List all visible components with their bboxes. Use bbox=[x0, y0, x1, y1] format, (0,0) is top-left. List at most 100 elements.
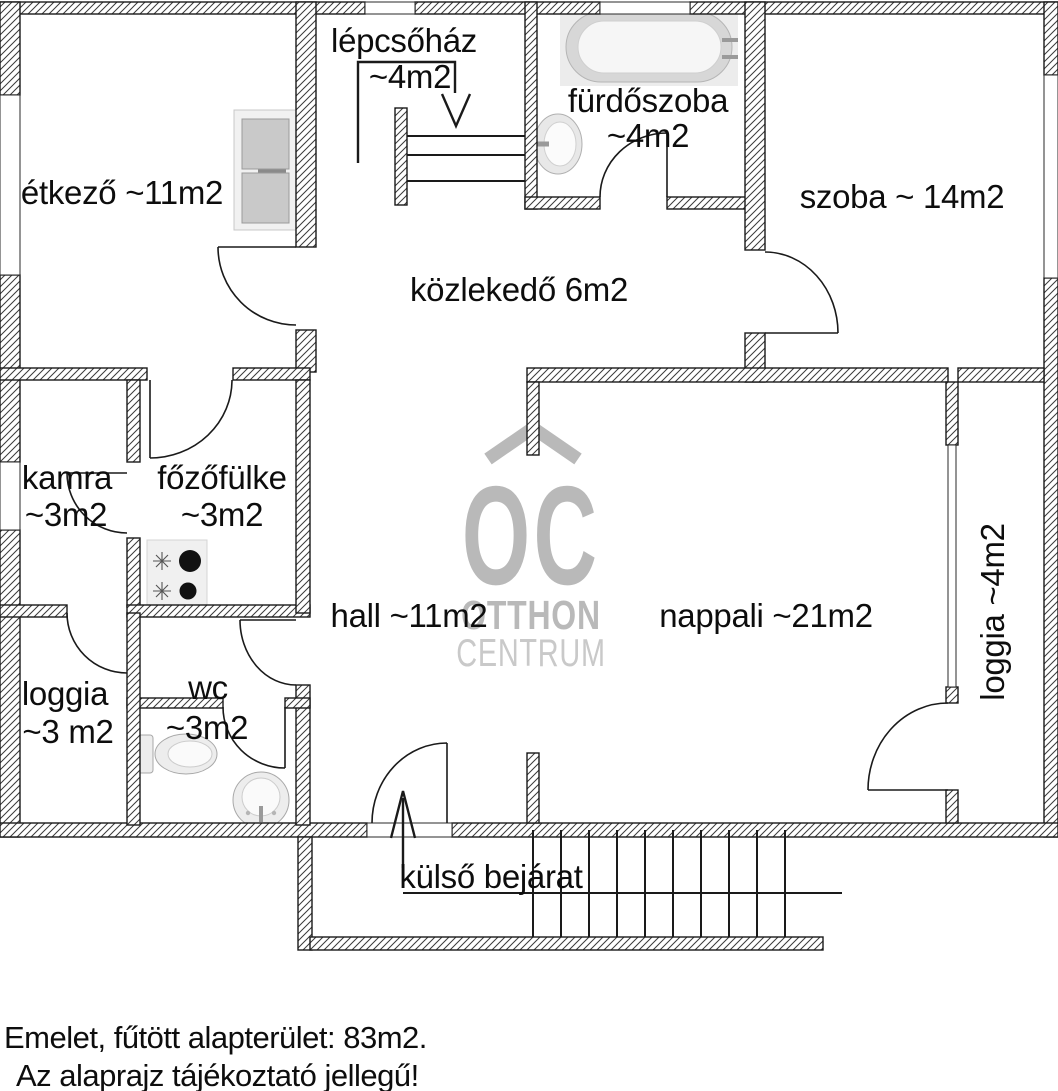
label-etkezo: étkező ~11m2 bbox=[21, 174, 223, 211]
wall-segment bbox=[1043, 1, 1058, 76]
stair-label-bracket bbox=[356, 60, 457, 163]
entrance-arrow-icon bbox=[389, 790, 417, 839]
wall-segment bbox=[744, 1, 766, 251]
stair-down-arrow-icon bbox=[440, 93, 472, 129]
wall-stub bbox=[526, 752, 540, 824]
wall-segment bbox=[126, 604, 311, 618]
door-wc bbox=[222, 706, 286, 769]
wall-segment bbox=[451, 822, 1058, 838]
wall-segment bbox=[414, 1, 601, 15]
wall-segment bbox=[297, 836, 313, 951]
stove-burner-large bbox=[179, 550, 201, 572]
window bbox=[364, 1, 416, 15]
bathtub-basin bbox=[577, 20, 722, 74]
entrance-threshold bbox=[366, 822, 453, 838]
window bbox=[599, 1, 691, 15]
loggia-glazing bbox=[947, 444, 957, 688]
door-loggia-jobb bbox=[867, 702, 949, 791]
watermark-centrum-text: CENTRUM bbox=[456, 632, 605, 675]
wall-stub bbox=[945, 789, 959, 824]
wall-segment bbox=[126, 612, 141, 826]
walls bbox=[0, 1, 1058, 951]
wall-segment bbox=[126, 379, 141, 463]
fridge-door-bottom bbox=[241, 172, 290, 224]
label-nappali: nappali ~21m2 bbox=[659, 597, 873, 634]
label-furdoszoba-area: ~4m2 bbox=[607, 117, 689, 154]
wall-segment bbox=[957, 367, 1045, 383]
fridge-door-top bbox=[241, 118, 290, 170]
door-fozofulke bbox=[149, 379, 233, 459]
basin-tap-dot bbox=[245, 810, 251, 816]
wall-segment bbox=[0, 822, 368, 838]
label-kamra-area: ~3m2 bbox=[25, 496, 107, 533]
wall-segment bbox=[295, 329, 317, 373]
wall-segment bbox=[526, 367, 949, 383]
toilet-bowl-inner bbox=[167, 740, 213, 768]
wall-segment bbox=[295, 379, 311, 614]
wall-segment bbox=[0, 604, 68, 618]
windows bbox=[0, 1, 1058, 838]
doors bbox=[66, 132, 949, 824]
label-fozofulke: főzőfülke bbox=[157, 459, 286, 496]
label-wc: wc bbox=[187, 669, 228, 706]
label-lepcsohaz-area: ~4m2 bbox=[369, 58, 451, 95]
stove-gas-burner bbox=[153, 552, 171, 600]
door-wc-eloter bbox=[239, 619, 297, 686]
label-furdoszoba: fürdőszoba bbox=[568, 82, 729, 119]
stove-icon bbox=[146, 539, 208, 609]
door-szoba bbox=[764, 251, 839, 334]
wall-stub bbox=[945, 686, 959, 704]
door-loggia-bal bbox=[66, 612, 128, 674]
label-loggia-bal-area: ~3 m2 bbox=[22, 713, 113, 750]
footer-area-text: Emelet, fűtött alapterület: 83m2. bbox=[4, 1020, 427, 1055]
wall-segment bbox=[309, 936, 824, 951]
label-fozofulke-area: ~3m2 bbox=[181, 496, 263, 533]
label-szoba: szoba ~ 14m2 bbox=[800, 178, 1005, 215]
wall-segment bbox=[0, 367, 148, 381]
wall-segment bbox=[0, 529, 21, 838]
label-kozlekedo: közlekedő 6m2 bbox=[410, 271, 628, 308]
wall-segment bbox=[0, 1, 21, 96]
label-loggia-jobb: loggia ~4m2 bbox=[974, 523, 1011, 700]
wall-segment bbox=[524, 1, 538, 210]
staircase-top bbox=[356, 60, 525, 182]
door-etkezo bbox=[217, 246, 297, 326]
staircase-bottom bbox=[389, 790, 842, 937]
bathroom-sink-icon bbox=[527, 113, 583, 175]
stove-burner-small bbox=[179, 582, 197, 600]
wall-segment bbox=[524, 196, 601, 210]
fridge-icon bbox=[233, 109, 298, 231]
stove-top bbox=[146, 539, 208, 609]
watermark-logo: OC OTTHON CENTRUM bbox=[456, 420, 605, 675]
wall-segment bbox=[295, 684, 311, 826]
window bbox=[0, 461, 21, 531]
label-loggia-bal: loggia bbox=[22, 675, 109, 712]
watermark-otthon-text: OTTHON bbox=[461, 592, 601, 638]
wall-segment bbox=[666, 196, 756, 210]
label-wc-area: ~3m2 bbox=[166, 709, 248, 746]
wall-segment bbox=[295, 1, 317, 248]
label-kamra: kamra bbox=[22, 459, 113, 496]
window bbox=[0, 94, 21, 276]
watermark-oc-text: OC bbox=[462, 457, 600, 614]
basin-tap-dot bbox=[271, 810, 277, 816]
label-lepcsohaz: lépcsőház bbox=[331, 22, 477, 59]
label-bejarat: külső bejárat bbox=[399, 858, 582, 895]
wall-stub bbox=[526, 381, 540, 456]
window bbox=[1043, 74, 1058, 279]
label-hall: hall ~11m2 bbox=[331, 597, 488, 634]
wall-segment bbox=[1043, 277, 1058, 838]
wall-stub bbox=[394, 107, 408, 206]
bathtub-icon bbox=[560, 8, 738, 86]
room-labels: étkező ~11m2 lépcsőház ~4m2 fürdőszoba ~… bbox=[21, 22, 1011, 895]
door-kamra bbox=[66, 472, 128, 534]
door-furdoszoba bbox=[599, 132, 668, 198]
wall-segment bbox=[232, 367, 311, 381]
door-bejarat bbox=[371, 742, 448, 824]
footer-notes: Emelet, fűtött alapterület: 83m2. Az ala… bbox=[4, 1020, 427, 1091]
toilet-icon bbox=[137, 733, 218, 775]
wall-stub bbox=[945, 381, 959, 446]
wall-segment bbox=[126, 537, 141, 608]
